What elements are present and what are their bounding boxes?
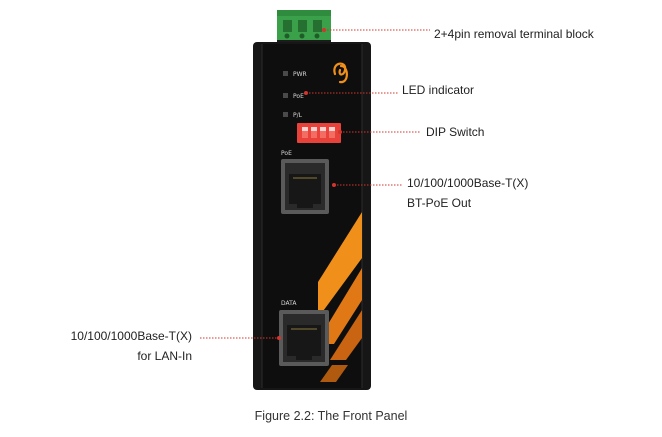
brand-logo — [333, 62, 348, 84]
orange-accent-stripes — [316, 212, 362, 382]
callout-dip-switch: DIP Switch — [426, 122, 484, 142]
dip-switch[interactable] — [297, 123, 341, 143]
callout-poe-out-line2: BT-PoE Out — [407, 196, 472, 210]
callout-lan-in-line2: for LAN-In — [137, 349, 192, 363]
led-panel: PWR PoE P/L — [283, 71, 307, 119]
led-poe-label: PoE — [293, 93, 304, 100]
led-fl-label: P/L — [293, 112, 303, 119]
led-pwr — [283, 71, 288, 76]
callout-lan-in-line1: 10/100/1000Base-T(X) — [70, 329, 192, 343]
lan-in-port[interactable] — [279, 310, 329, 366]
led-poe — [283, 93, 288, 98]
callout-poe-out-line1: 10/100/1000Base-T(X) — [407, 176, 529, 190]
figure-caption: Figure 2.2: The Front Panel — [254, 409, 408, 423]
data-port-label: DATA — [281, 300, 297, 307]
terminal-block — [277, 10, 331, 44]
callout-lan-in: 10/100/1000Base-T(X) for LAN-In — [71, 326, 192, 366]
poe-out-port[interactable] — [281, 159, 329, 214]
led-pwr-label: PWR — [293, 71, 307, 78]
callout-led-indicator-text: LED indicator — [402, 83, 475, 97]
callout-led-indicator: LED indicator — [402, 80, 474, 100]
callout-dip-switch-text: DIP Switch — [426, 125, 485, 139]
callout-poe-out: 10/100/1000Base-T(X) BT-PoE Out — [407, 173, 528, 213]
callout-terminal-block-text: 2+4pin removal terminal block — [434, 27, 594, 41]
poe-port-label: PoE — [281, 150, 292, 157]
led-fl — [283, 112, 288, 117]
leader-dots — [277, 28, 342, 340]
callout-terminal-block: 2+4pin removal terminal block — [434, 24, 594, 44]
leader-lines — [200, 29, 430, 339]
